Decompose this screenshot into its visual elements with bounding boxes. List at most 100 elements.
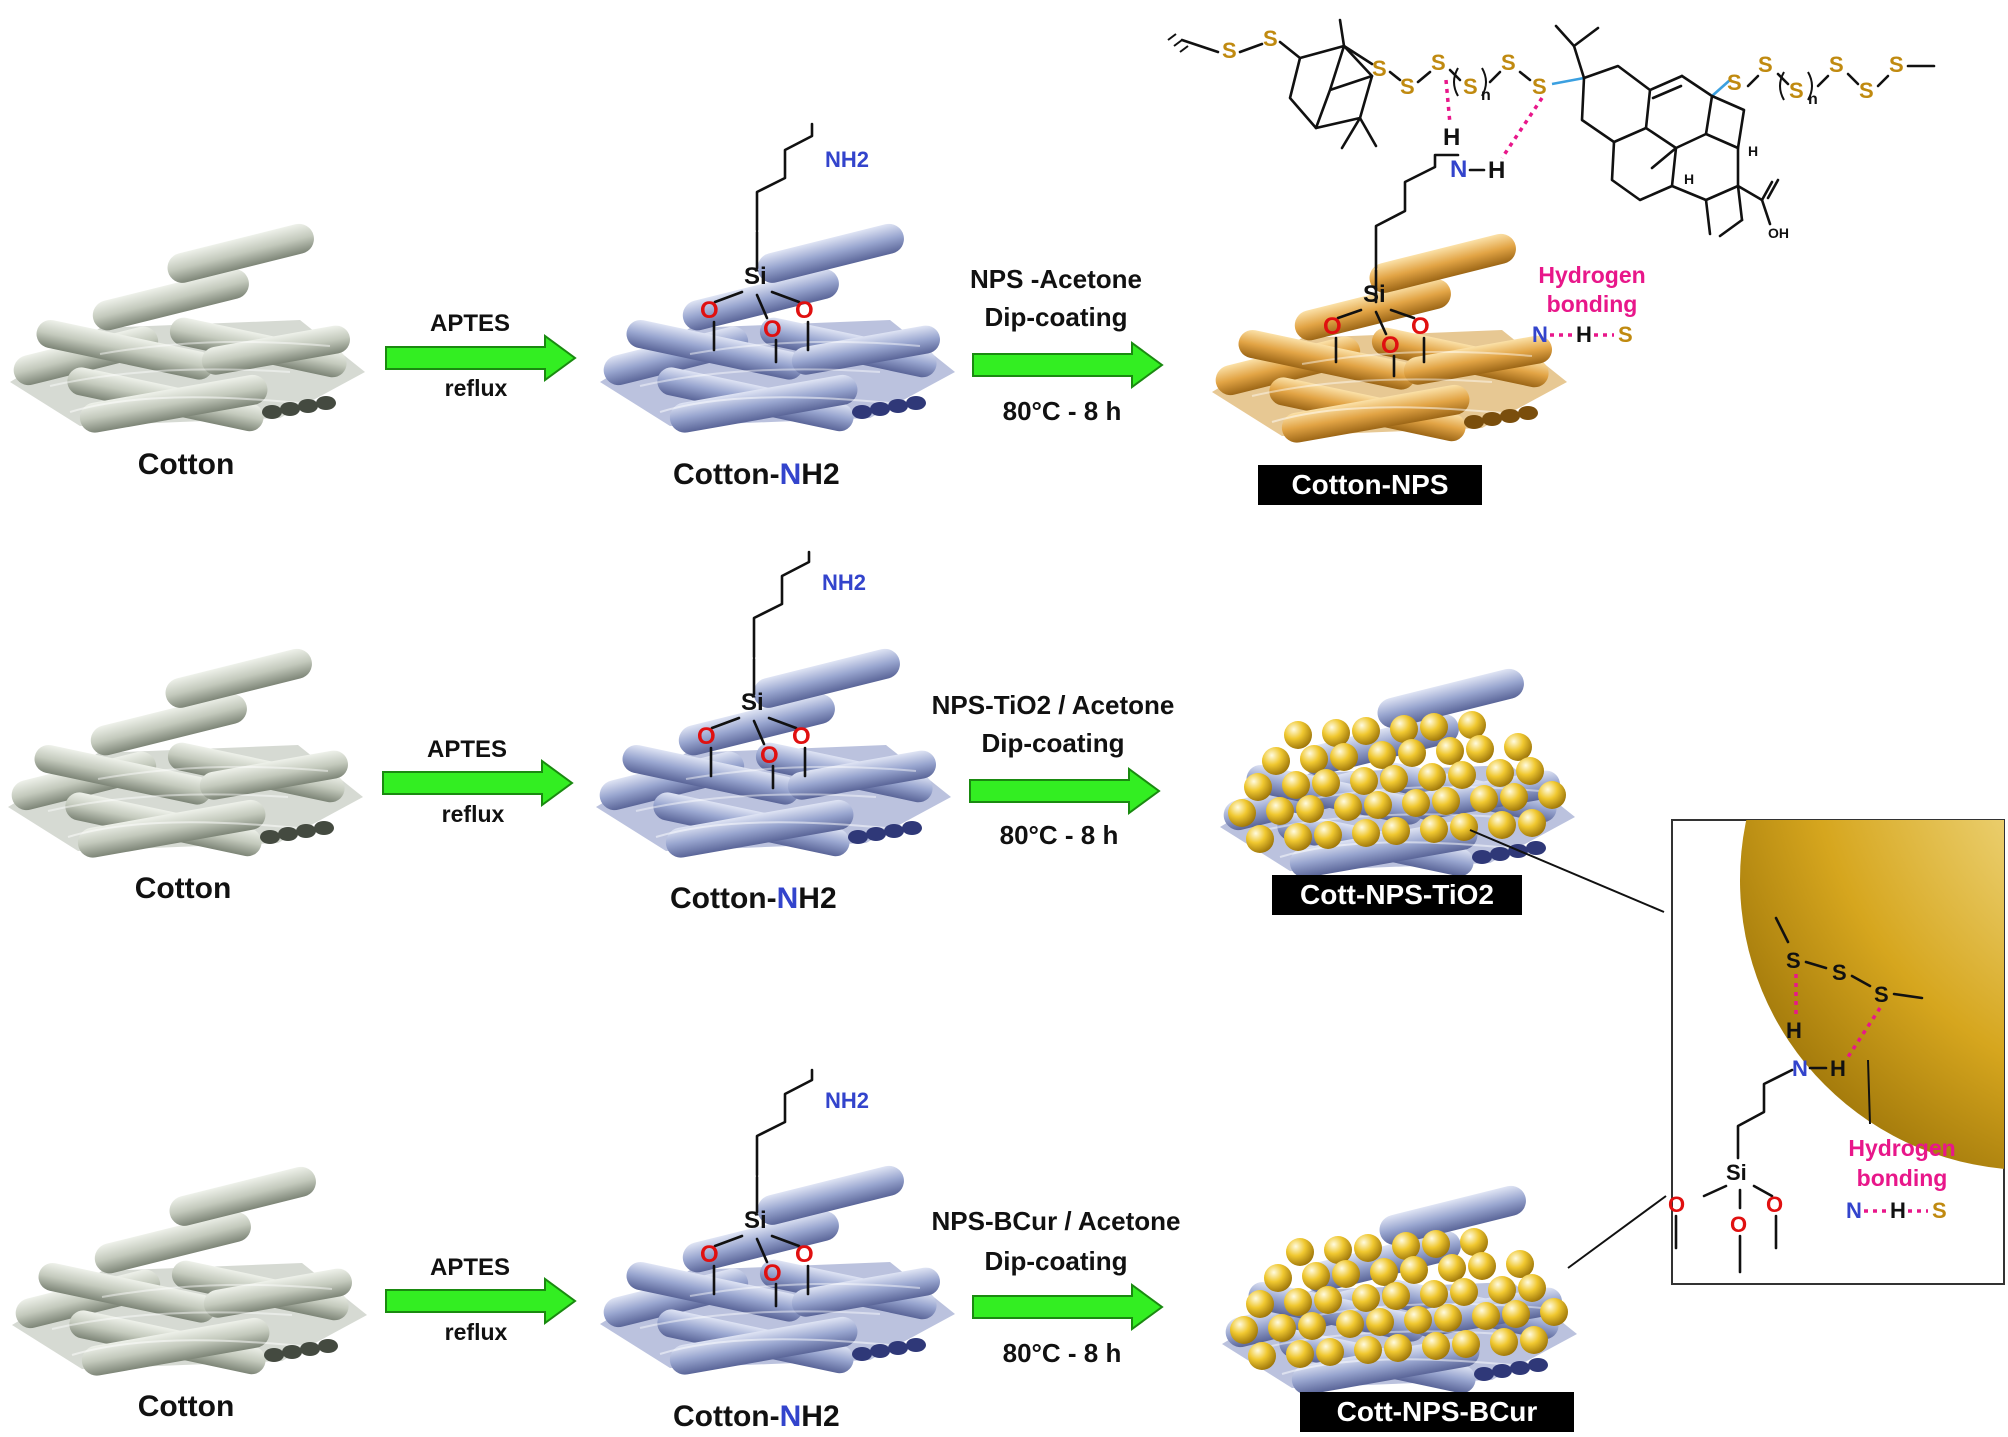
particle bbox=[1488, 1276, 1516, 1304]
row-2: Cotton APTES reflux bbox=[8, 550, 1575, 915]
svg-text:NH2: NH2 bbox=[822, 570, 866, 595]
particle bbox=[1284, 721, 1312, 749]
arrow1-bottom-label: reflux bbox=[445, 375, 508, 401]
particle bbox=[1246, 1290, 1274, 1318]
particle bbox=[1264, 1264, 1292, 1292]
svg-text:S: S bbox=[1463, 74, 1478, 99]
svg-text:S: S bbox=[1532, 74, 1547, 99]
arrow1-icon bbox=[382, 759, 574, 807]
particle bbox=[1286, 1340, 1314, 1368]
gold-particle-icon bbox=[1740, 820, 2004, 1169]
particle bbox=[1268, 1314, 1296, 1342]
arrow2-icon bbox=[972, 341, 1164, 389]
particle bbox=[1298, 1312, 1326, 1340]
amine-cotton: NH2 Si O O O bbox=[596, 550, 951, 858]
arrow2-icon bbox=[969, 767, 1161, 815]
particle bbox=[1266, 797, 1294, 825]
product-label-box bbox=[1300, 1392, 1574, 1432]
svg-text:O: O bbox=[792, 723, 811, 750]
svg-text:NH2: NH2 bbox=[825, 1088, 869, 1113]
svg-text:Dip-coating: Dip-coating bbox=[985, 1246, 1128, 1276]
svg-text:n: n bbox=[1808, 91, 1818, 108]
svg-text:S: S bbox=[1263, 26, 1278, 51]
svg-text:O: O bbox=[1766, 1192, 1783, 1217]
svg-text:S: S bbox=[1400, 74, 1415, 99]
amine-cotton: NH2 Si O O O bbox=[600, 122, 955, 433]
arrow2-line1: NPS -Acetone bbox=[970, 264, 1142, 294]
particle bbox=[1228, 799, 1256, 827]
svg-text:H: H bbox=[1786, 1018, 1802, 1043]
particle bbox=[1420, 815, 1448, 843]
svg-text:S: S bbox=[1501, 50, 1516, 75]
svg-text:N: N bbox=[1532, 322, 1548, 347]
nps-structure: S S S S S S n S S bbox=[1167, 18, 1936, 241]
nps-particles bbox=[1228, 711, 1566, 853]
particle bbox=[1380, 765, 1408, 793]
svg-text:Si: Si bbox=[1363, 281, 1386, 308]
amine-label: Cotton-NH2 bbox=[670, 882, 837, 915]
svg-text:O: O bbox=[795, 297, 814, 324]
svg-text:Si: Si bbox=[1726, 1160, 1747, 1185]
svg-text:H: H bbox=[1443, 124, 1460, 151]
particle bbox=[1284, 1288, 1312, 1316]
particle bbox=[1312, 769, 1340, 797]
svg-text:S: S bbox=[1222, 38, 1237, 63]
particle bbox=[1334, 793, 1362, 821]
fabric-icon bbox=[596, 648, 951, 858]
particle bbox=[1350, 767, 1378, 795]
particle bbox=[1384, 1334, 1412, 1362]
particle bbox=[1418, 763, 1446, 791]
particle bbox=[1398, 739, 1426, 767]
svg-text:80°C - 8 h: 80°C - 8 h bbox=[1003, 1338, 1122, 1368]
particle bbox=[1324, 1236, 1352, 1264]
svg-text:H: H bbox=[1748, 143, 1758, 159]
fabric-icon bbox=[1212, 233, 1567, 443]
svg-text:H: H bbox=[1488, 157, 1505, 184]
particle bbox=[1316, 1338, 1344, 1366]
particle bbox=[1352, 819, 1380, 847]
svg-text:S: S bbox=[1758, 52, 1773, 77]
particle bbox=[1506, 1250, 1534, 1278]
particle bbox=[1332, 1260, 1360, 1288]
svg-text:reflux: reflux bbox=[445, 1319, 508, 1345]
particle bbox=[1314, 821, 1342, 849]
amine-label: Cotton-NH2 bbox=[673, 458, 840, 491]
particle bbox=[1248, 1342, 1276, 1370]
particle bbox=[1370, 1258, 1398, 1286]
particle bbox=[1284, 823, 1312, 851]
row-1: Cotton APTES reflux bbox=[10, 18, 1936, 505]
particle bbox=[1490, 1328, 1518, 1356]
svg-text:S: S bbox=[1372, 56, 1387, 81]
svg-text:S: S bbox=[1789, 78, 1804, 103]
svg-text:Dip-coating: Dip-coating bbox=[982, 728, 1125, 758]
particle bbox=[1458, 711, 1486, 739]
particle bbox=[1382, 1282, 1410, 1310]
svg-text:bonding: bonding bbox=[1857, 1165, 1948, 1191]
svg-text:bonding: bonding bbox=[1547, 291, 1638, 317]
svg-text:O: O bbox=[760, 742, 779, 769]
svg-text:H: H bbox=[1576, 322, 1592, 347]
svg-text:OH: OH bbox=[1768, 225, 1789, 241]
particle bbox=[1432, 787, 1460, 815]
arrow2-icon bbox=[972, 1283, 1164, 1331]
svg-text:O: O bbox=[1730, 1212, 1747, 1237]
particle bbox=[1400, 1256, 1428, 1284]
nps-cotton: H N H Si O O O bbox=[1212, 124, 1567, 443]
particle bbox=[1452, 1330, 1480, 1358]
particle bbox=[1382, 817, 1410, 845]
svg-text:O: O bbox=[1381, 332, 1400, 359]
fabric-icon bbox=[600, 223, 955, 433]
svg-text:S: S bbox=[1618, 322, 1633, 347]
product-label-box bbox=[1272, 875, 1522, 915]
particle bbox=[1296, 795, 1324, 823]
svg-text:O: O bbox=[763, 316, 782, 343]
particle bbox=[1314, 1286, 1342, 1314]
fabric-icon bbox=[12, 1166, 367, 1376]
cotton-label: Cotton bbox=[135, 872, 232, 905]
particle bbox=[1246, 825, 1274, 853]
particle-cotton bbox=[1220, 668, 1575, 878]
particle bbox=[1422, 1230, 1450, 1258]
product-label: Cott-NPS-TiO2 bbox=[1300, 879, 1494, 910]
svg-text:S: S bbox=[1786, 948, 1801, 973]
